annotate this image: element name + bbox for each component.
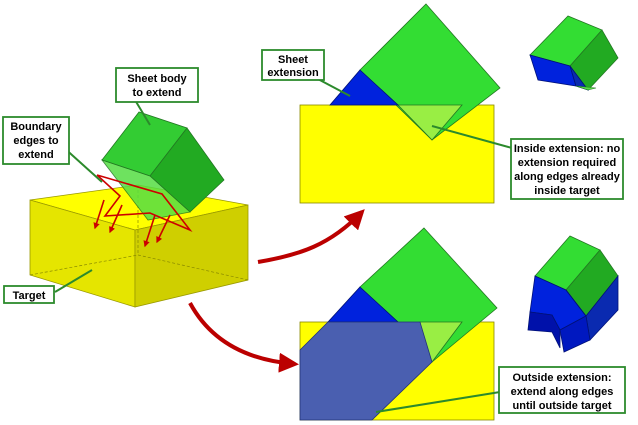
arrow-to-outside-extension — [188, 302, 299, 373]
callout-sheet-extension-line2: extension — [267, 67, 319, 79]
callout-boundary-line3: extend — [18, 149, 53, 161]
inside-sheet-extension — [329, 69, 400, 106]
callout-outside-line2: extend along edges — [511, 386, 614, 398]
callout-boundary-edges: Boundary edges to extend — [2, 116, 103, 183]
callout-inside-line4: inside target — [534, 185, 600, 197]
callout-outside-line3: until outside target — [513, 400, 612, 412]
inside-overlap-region — [397, 104, 463, 141]
callout-sheet-body-line1: Sheet body — [127, 73, 187, 85]
callout-target: Target — [3, 269, 93, 304]
callout-boundary-line2: edges to — [13, 135, 59, 147]
callout-sheet-extension-line1: Sheet — [278, 54, 308, 66]
callout-inside-line1: Inside extension: no — [514, 143, 621, 155]
boundary-edges — [93, 174, 193, 248]
inside-target-rect — [299, 104, 495, 204]
outside-extension-view — [299, 227, 498, 421]
callout-inside-extension: Inside extension: no extension required … — [431, 125, 624, 200]
inside-extension-3d-thumb — [529, 15, 619, 91]
inside-extension-view — [299, 3, 501, 204]
callout-outside-line1: Outside extension: — [512, 372, 611, 384]
outside-extension-3d-thumb — [527, 235, 619, 353]
arrow-to-inside-extension — [257, 209, 365, 264]
callout-target-label: Target — [13, 290, 46, 302]
callout-sheet-extension: Sheet extension — [261, 49, 351, 97]
callout-sheet-body-line2: to extend — [133, 87, 182, 99]
callout-outside-extension: Outside extension: extend along edges un… — [375, 366, 626, 414]
callout-inside-line3: along edges already — [514, 171, 621, 183]
callout-inside-line2: extension required — [518, 157, 616, 169]
outside-sheet-extension-body — [299, 321, 433, 421]
callout-boundary-line1: Boundary — [10, 121, 62, 133]
boundary-edge-path — [96, 174, 193, 232]
callout-sheet-body: Sheet body to extend — [115, 67, 199, 126]
